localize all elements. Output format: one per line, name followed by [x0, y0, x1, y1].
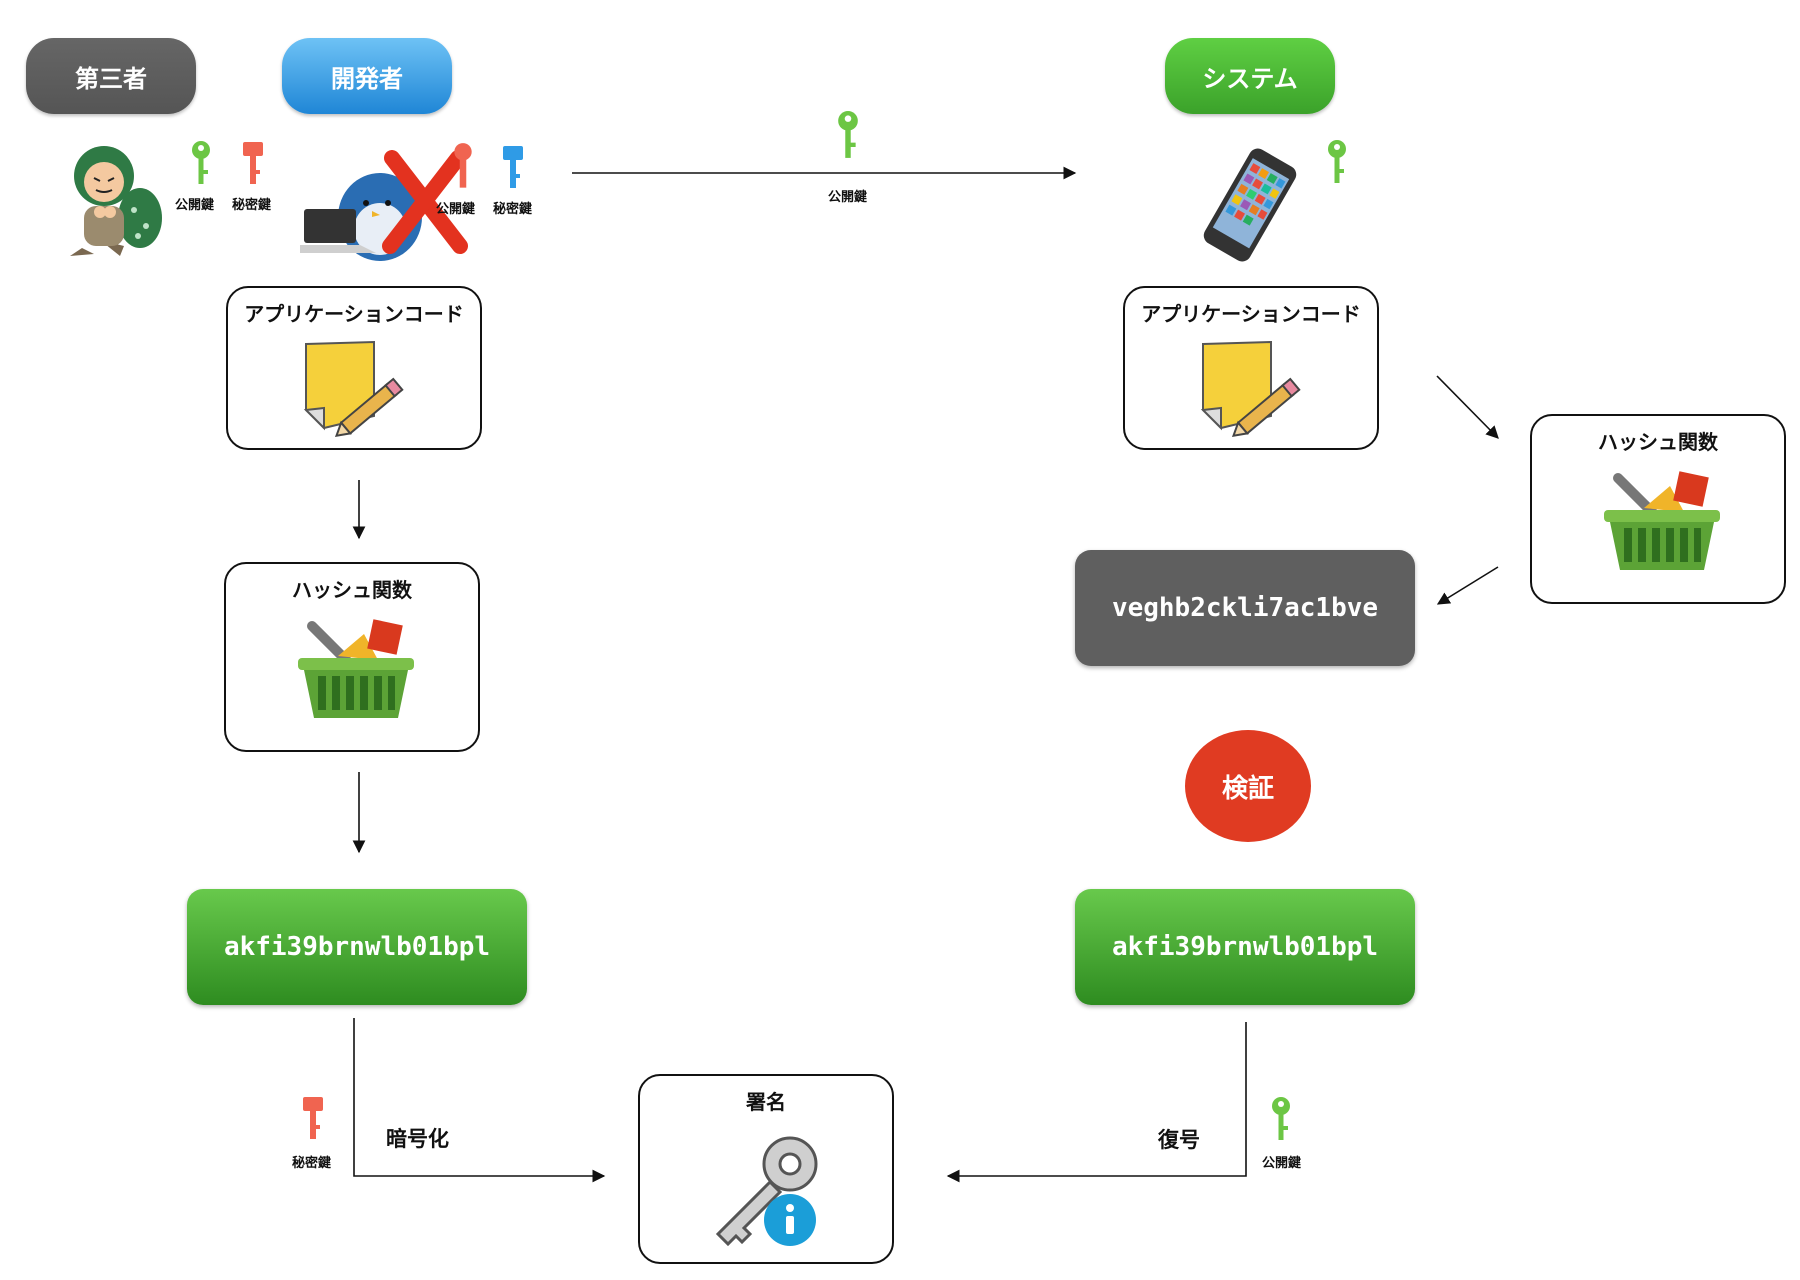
- encrypt-label: 暗号化: [386, 1127, 449, 1151]
- smartphone-icon: [1203, 148, 1297, 262]
- basket-icon: [1604, 471, 1720, 570]
- arrow-encrypt: [353, 1018, 606, 1183]
- app-code-title: アプリケーションコード: [1141, 302, 1361, 326]
- private-key-label: 秘密鍵: [232, 198, 272, 213]
- developer-private-key-icon: [454, 143, 472, 188]
- signature-box: 署名: [638, 1074, 894, 1264]
- hash-function-title: ハッシュ関数: [1598, 430, 1718, 454]
- document-pencil-icon: [303, 340, 404, 438]
- arrow-hash-to-value-right: [1436, 566, 1499, 605]
- key-info-icon: [715, 1136, 818, 1247]
- hash-function-box-system: ハッシュ関数: [1530, 414, 1786, 604]
- transfer-public-key-label: 公開鍵: [828, 190, 868, 205]
- cross-mark-icon: [382, 150, 468, 254]
- decrypt-public-key-label: 公開鍵: [1262, 1156, 1302, 1171]
- encrypt-private-key-icon: [303, 1097, 323, 1139]
- app-code-box-system: アプリケーションコード: [1123, 286, 1379, 450]
- arrow-decrypt: [946, 1022, 1247, 1183]
- computed-hash-value: veghb2ckli7ac1bve: [1075, 550, 1415, 666]
- private-key-icon: [243, 142, 263, 184]
- thief-icon: [70, 146, 162, 256]
- developer-label: 開発者: [282, 38, 452, 114]
- decrypted-hash-value: akfi39brnwlb01bpl: [1075, 889, 1415, 1005]
- app-code-box-developer: アプリケーションコード: [226, 286, 482, 450]
- arrow-code-to-hash-right: [1436, 375, 1499, 439]
- verify-badge: 検証: [1185, 730, 1311, 842]
- public-key-icon: [192, 141, 210, 184]
- hash-function-title: ハッシュ関数: [292, 578, 412, 602]
- hash-function-box-developer: ハッシュ関数: [224, 562, 480, 752]
- developer-private-key-label: 秘密鍵: [493, 202, 533, 217]
- system-label: システム: [1165, 38, 1335, 114]
- encrypt-private-key-label: 秘密鍵: [292, 1156, 332, 1171]
- developer-public-key-label: 公開鍵: [436, 202, 476, 217]
- decrypt-label: 復号: [1158, 1128, 1200, 1152]
- decrypt-public-key-icon: [1272, 1097, 1290, 1140]
- developer-key-icon: [503, 146, 523, 188]
- developer-hash-value: akfi39brnwlb01bpl: [187, 889, 527, 1005]
- document-pencil-icon: [1200, 340, 1301, 438]
- third-party-label: 第三者: [26, 38, 196, 114]
- public-key-label: 公開鍵: [175, 198, 215, 213]
- signature-title: 署名: [746, 1090, 786, 1114]
- app-code-title: アプリケーションコード: [244, 302, 464, 326]
- transfer-public-key-icon: [838, 111, 858, 158]
- system-public-key-icon: [1328, 140, 1346, 183]
- basket-icon: [298, 619, 414, 718]
